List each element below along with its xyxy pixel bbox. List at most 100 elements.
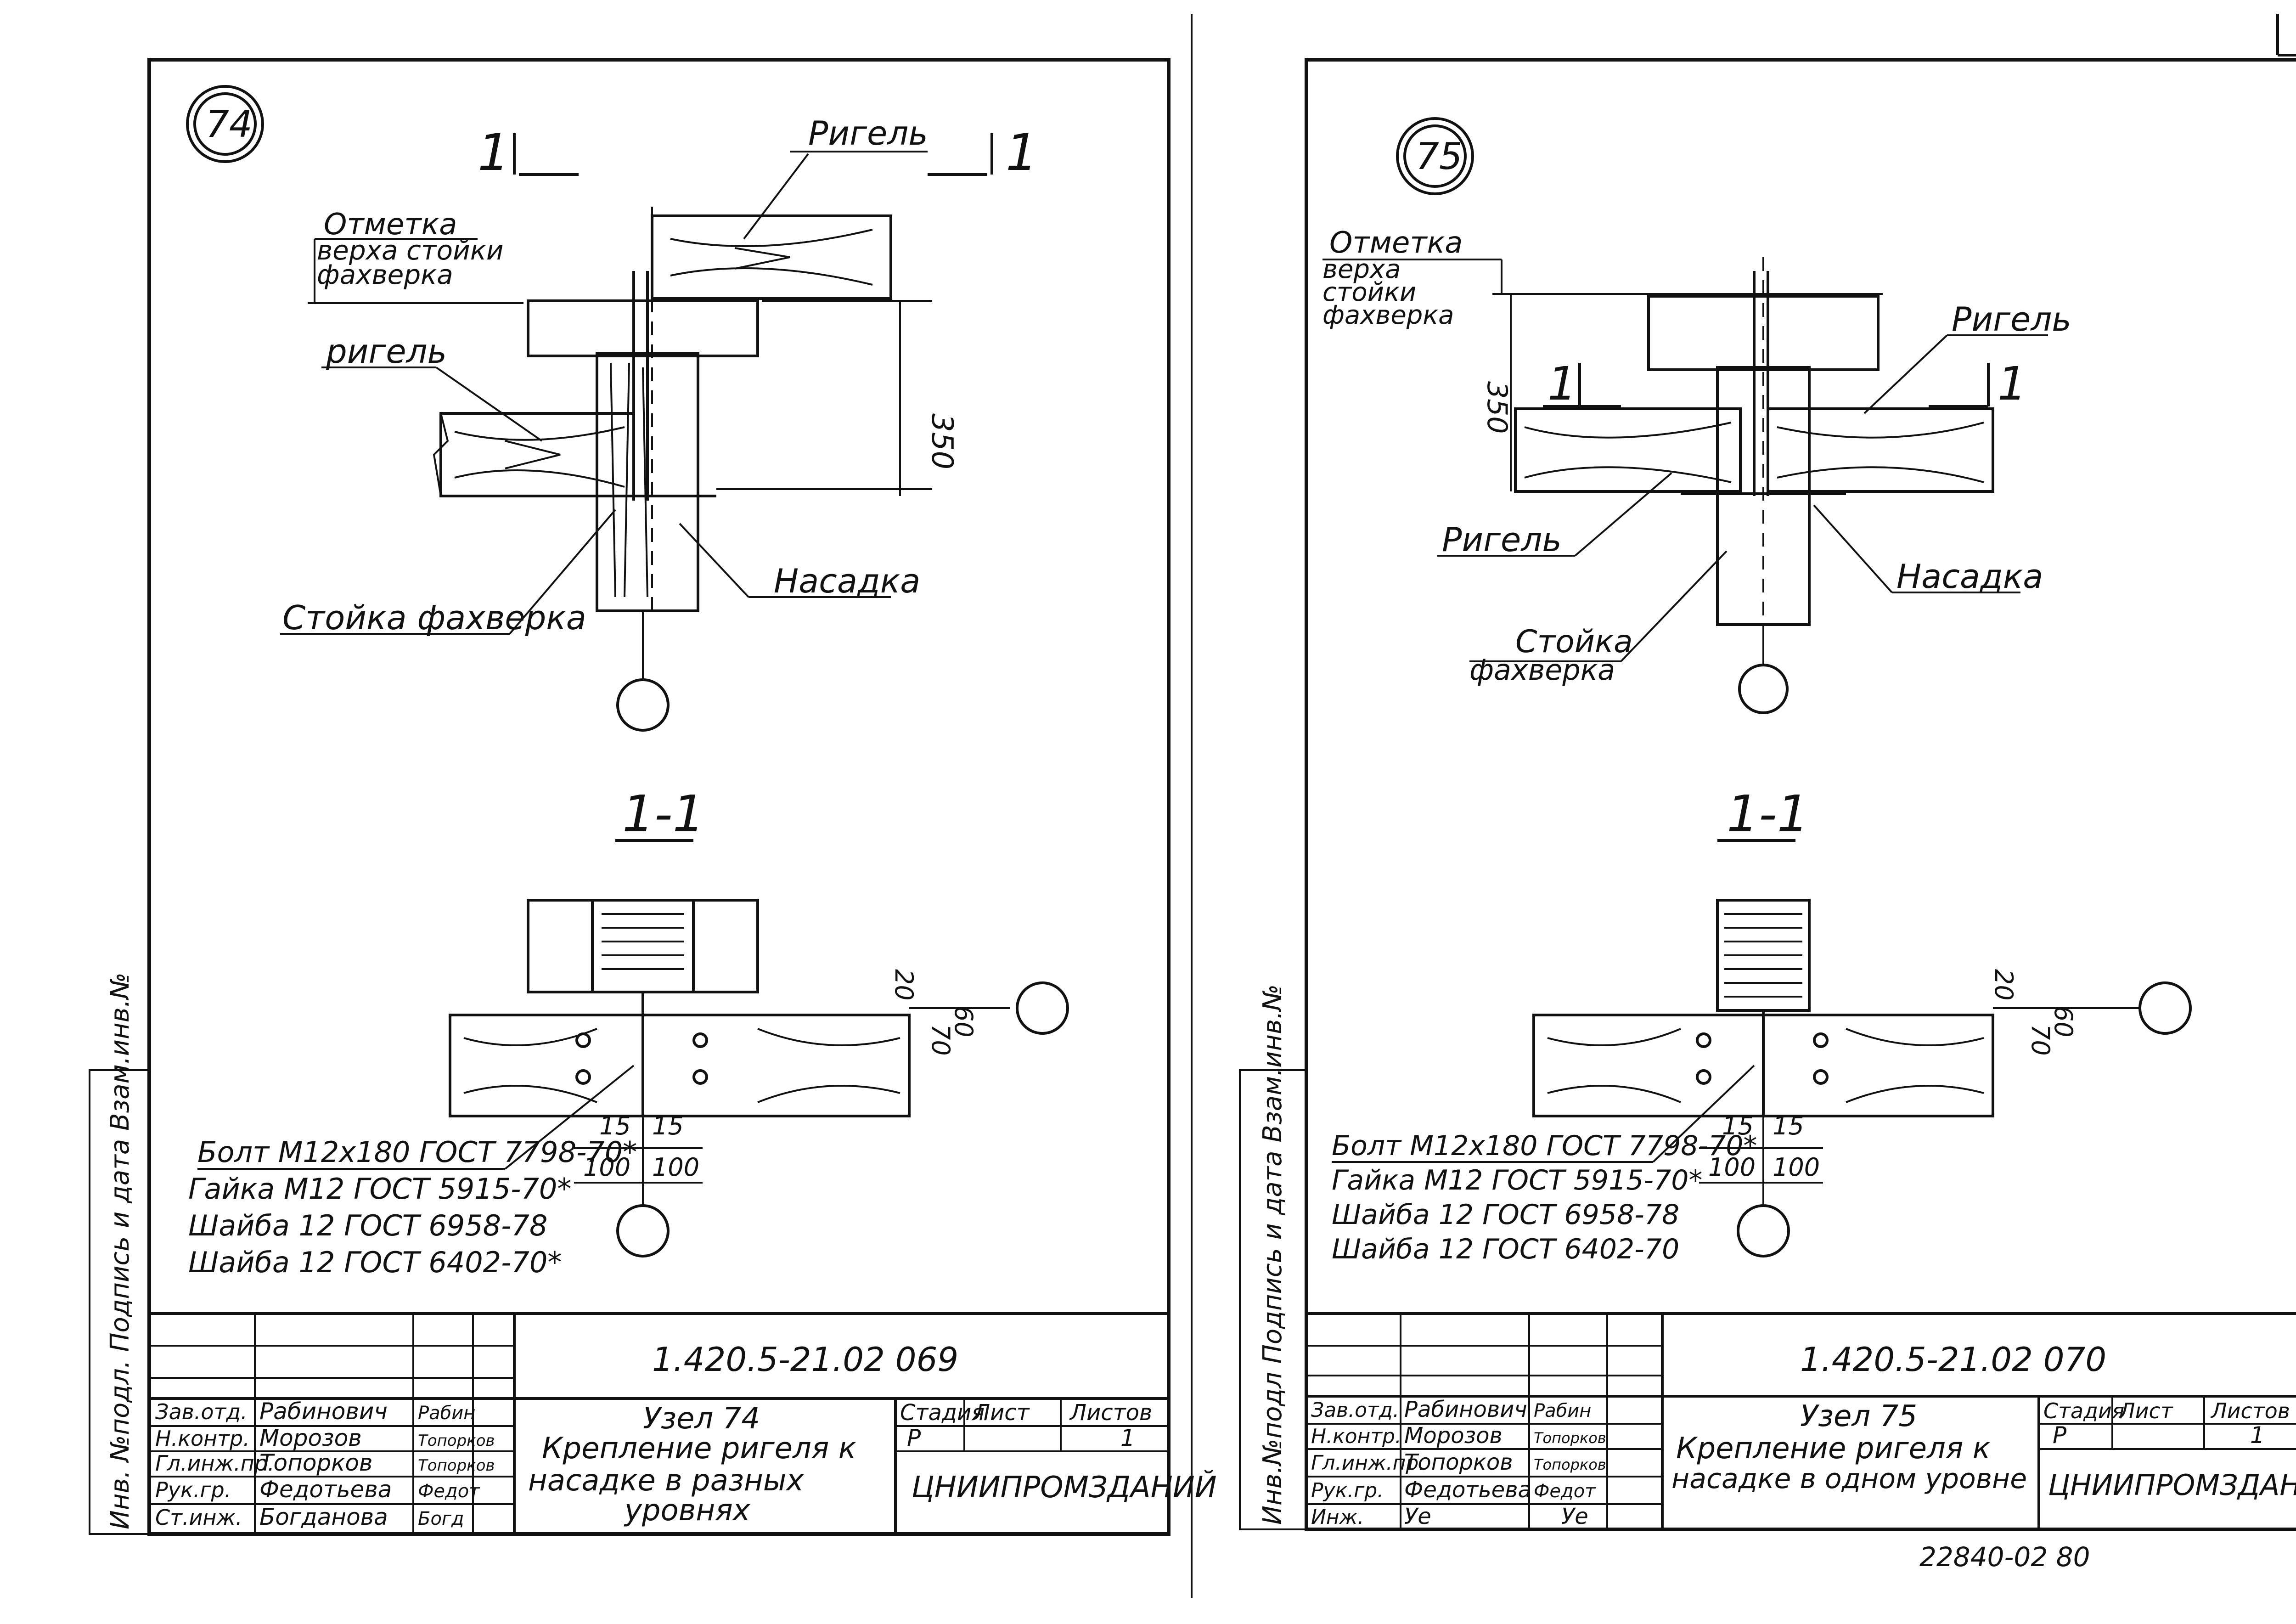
signature-3: Топорков [418, 1456, 495, 1475]
r-bolt-hole-1 [1696, 1032, 1711, 1048]
left-side-strip [89, 1069, 150, 1535]
axis-bubble-75-side [2138, 981, 2192, 1035]
r-role-3: Гл.инж.пр. [1311, 1451, 1425, 1475]
dim-100b: 100 [652, 1153, 699, 1182]
title-line-1: Узел 74 [643, 1402, 760, 1436]
r-name-2: Морозов [1404, 1423, 1503, 1449]
dim-20: 20 [889, 969, 918, 1001]
title-line-4: уровнях [624, 1494, 751, 1528]
r-section-title: 1-1 [1727, 784, 1809, 843]
left-sheet-frame [147, 58, 1171, 1536]
title-line-3: насадке в разных [528, 1464, 804, 1498]
r-signature-1: Рабин [1534, 1400, 1591, 1421]
col-header-sheet: Лист [973, 1400, 1030, 1426]
title-line-2: Крепление ригеля к [542, 1432, 856, 1466]
left-side-strip-text: Инв. №подл. Подпись и дата Взам.инв.№ [105, 972, 135, 1529]
break-line-left [433, 413, 449, 496]
label-rigel-top: Ригель [808, 114, 928, 152]
label-mark-r-4: фахверка [1322, 300, 1454, 330]
leader-stoika-r [1620, 550, 1728, 662]
r-left-rigel [1514, 407, 1742, 493]
left-sheet: Инв. №подл. Подпись и дата Взам.инв.№ 74… [89, 58, 1217, 1536]
section-title: 1-1 [622, 784, 705, 843]
bolt-hole-3 [692, 1032, 708, 1048]
r-dim-15b: 15 [1773, 1111, 1804, 1140]
label-mark: Отметка [324, 208, 457, 242]
label-stoika-r-1: Стойка [1515, 624, 1633, 660]
leader-rigel-left-r [1574, 472, 1672, 557]
label-stoika-r-2: фахверка [1469, 653, 1615, 687]
role-4: Рук.гр. [155, 1477, 231, 1502]
r-rigel-grain [1524, 422, 1984, 483]
dim-15b: 15 [652, 1111, 684, 1140]
label-nasadka-r: Насадка [1896, 557, 2043, 596]
r-signature-2: Топорков [1534, 1429, 1606, 1447]
upper-rigel-grain [670, 229, 873, 286]
label-mark-3: фахверка [317, 259, 453, 290]
label-mark-2: верха стойки [317, 235, 504, 266]
r-dim-70: 70 [2026, 1024, 2055, 1056]
section-mark-r-left: 1 [1548, 357, 1577, 411]
r-right-rigel [1767, 407, 1994, 493]
r-spec-line-3: Шайба 12 ГОСТ 6958-78 [1332, 1199, 1679, 1231]
r-col-header-sheet: Лист [2118, 1398, 2173, 1423]
name-4: Федотьева [259, 1476, 392, 1503]
leader-rigel-left [435, 367, 543, 442]
role-3: Гл.инж.пр. [155, 1451, 275, 1476]
upper-rigel-beam [651, 214, 892, 300]
r-dim-15a: 15 [1722, 1111, 1754, 1140]
section-mark-right: 1 [1006, 123, 1038, 182]
name-1: Рабинович [259, 1398, 388, 1425]
axis-bubble-75-bottom [1737, 1204, 1790, 1257]
lower-rigel-beam [439, 412, 635, 497]
r-title-line-2: Крепление ригеля к [1676, 1432, 1991, 1466]
bolt-hole-1 [575, 1032, 591, 1048]
r-title-line-1: Узел 75 [1800, 1399, 1917, 1433]
axis-bubble-74-side [1016, 981, 1069, 1035]
col-header-sheets: Листов [1069, 1400, 1152, 1426]
bolt-hole-2 [575, 1069, 591, 1085]
signature-5: Богд [418, 1508, 464, 1529]
dim-70: 70 [926, 1024, 955, 1056]
bottom-stamp: 22840-02 80 [1919, 1541, 2090, 1573]
r-spec-line-4: Шайба 12 ГОСТ 6402-70 [1332, 1233, 1679, 1265]
doc-code: 1.420.5-21.02 069 [652, 1340, 958, 1379]
node-badge-75-inner [1403, 124, 1467, 188]
name-3: Топорков [259, 1449, 372, 1476]
node-badge-75 [1396, 117, 1474, 195]
right-side-strip [1239, 1069, 1307, 1530]
r-name-3: Топорков [1404, 1449, 1513, 1475]
r-col-header-sheets: Листов [2210, 1398, 2290, 1423]
r-signature-3: Топорков [1534, 1456, 1606, 1473]
label-mark-r-3: стойки [1322, 277, 1416, 307]
section-stud-hatch [602, 913, 684, 970]
node-badge-74 [186, 85, 264, 163]
r-role-4: Рук.гр. [1311, 1479, 1384, 1502]
r-dim-350: 350 [1481, 381, 1513, 434]
label-nasadka: Насадка [774, 562, 920, 600]
leader-nasadka-r [1813, 504, 1893, 593]
r-role-2: Н.контр. [1311, 1425, 1401, 1448]
label-rigel-left: ригель [326, 332, 447, 371]
name-2: Морозов [259, 1425, 362, 1451]
r-dim-20: 20 [1989, 969, 2018, 1001]
right-side-strip-text: Инв.№подл Подпись и дата Взам.инв.№ [1258, 984, 1288, 1525]
r-role-1: Зав.отд. [1311, 1398, 1399, 1422]
col-header-stage: Стадия [900, 1400, 985, 1426]
r-section-beam-grain [1547, 1028, 1984, 1103]
r-name-5: Уе [1404, 1504, 1431, 1529]
signature-4: Федот [418, 1481, 480, 1502]
dim-350: 350 [925, 413, 959, 469]
r-bolt-hole-3 [1813, 1032, 1829, 1048]
spec-leader [504, 1065, 635, 1170]
section-beam-grain [463, 1028, 900, 1103]
node-badge-74-inner [193, 92, 257, 156]
section-mark-left: 1 [478, 123, 510, 182]
leader-rigel-right [1863, 334, 1948, 414]
role-1: Зав.отд. [155, 1399, 248, 1424]
bolt-hole-4 [692, 1069, 708, 1085]
r-nasadka-block [1647, 295, 1880, 371]
r-title-line-3: насадке в одном уровне [1671, 1463, 2027, 1495]
r-doc-code: 1.420.5-21.02 070 [1800, 1340, 2106, 1379]
